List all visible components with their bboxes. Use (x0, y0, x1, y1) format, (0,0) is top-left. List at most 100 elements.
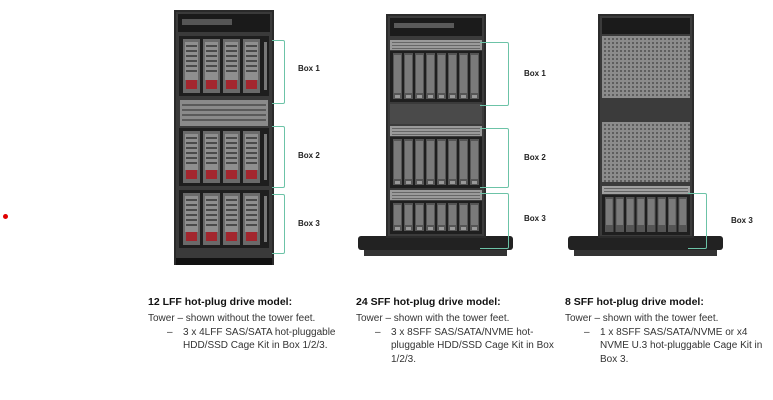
cage-handle (264, 134, 267, 180)
box3-bracket-24sff (480, 193, 509, 249)
drive-latch (246, 232, 257, 241)
caption-list: 1 x 8SFF SAS/SATA/NVME or x4 NVME U.3 ho… (565, 326, 765, 367)
caption-title: 24 SFF hot-plug drive model: (356, 296, 501, 308)
drive-led (439, 181, 444, 184)
server-12lff-image (174, 10, 274, 265)
drive-latch (206, 80, 217, 89)
caption-list-item: 3 x 8SFF SAS/SATA/NVME hot- pluggable HD… (375, 326, 556, 367)
drive-led (406, 227, 411, 230)
drive-grille (405, 55, 412, 93)
drive-grille (637, 199, 644, 225)
drive-led (450, 95, 455, 98)
drive-led (428, 181, 433, 184)
drive-led (472, 227, 477, 230)
drive-led (472, 95, 477, 98)
server-8sff-image (568, 14, 723, 256)
caption-description: Tower – shown with the tower feet. (565, 313, 719, 324)
drive-grille (471, 55, 478, 93)
drive-grille (438, 141, 445, 179)
body-panel (390, 104, 482, 124)
drive-led (439, 95, 444, 98)
drive-grille (460, 205, 467, 225)
box-label: Box 3 (298, 219, 320, 228)
drive-grille (394, 141, 401, 179)
drive-led (450, 227, 455, 230)
drive-led (461, 181, 466, 184)
box-label: Box 1 (298, 64, 320, 73)
caption-list-item: 1 x 8SFF SAS/SATA/NVME or x4 NVME U.3 ho… (584, 326, 765, 367)
caption-title: 12 LFF hot-plug drive model: (148, 296, 293, 308)
drive-led (428, 227, 433, 230)
cage-vent (602, 186, 690, 194)
box2-bracket-24sff (480, 128, 509, 188)
drive-led (472, 181, 477, 184)
drive-grille (606, 199, 613, 225)
drive-led (406, 95, 411, 98)
drive-latch (206, 170, 217, 179)
drive-led (461, 227, 466, 230)
drive-led (450, 181, 455, 184)
box-label: Box 1 (524, 69, 546, 78)
drive-led (461, 95, 466, 98)
drive-grille (627, 199, 634, 225)
drive-latch (226, 170, 237, 179)
drive-latch (186, 80, 197, 89)
drive-grille (405, 141, 412, 179)
drive-latch (226, 80, 237, 89)
drive-cage (602, 195, 690, 235)
server-24sff-image (358, 14, 513, 256)
box3-bracket-12lff (272, 194, 285, 254)
caption-list-item: 3 x 4LFF SAS/SATA hot-pluggable HDD/SSD … (167, 326, 348, 353)
drive-grille (616, 199, 623, 225)
drive-grille (449, 205, 456, 225)
drive-led (417, 181, 422, 184)
box1-bracket-12lff (272, 40, 285, 104)
box3-bracket-8sff (688, 193, 707, 249)
cage-handle (264, 196, 267, 242)
drive-latch (206, 232, 217, 241)
drive-grille (471, 141, 478, 179)
box-label: Box 3 (524, 214, 546, 223)
drive-grille (427, 55, 434, 93)
drive-grille (449, 55, 456, 93)
caption-12lff: 12 LFF hot-plug drive model: Tower – sho… (148, 296, 348, 353)
drive-grille (405, 205, 412, 225)
drive-grille (416, 55, 423, 93)
drive-grille (658, 199, 665, 225)
drive-grille (427, 141, 434, 179)
drive-led (406, 181, 411, 184)
drive-grille (460, 141, 467, 179)
drive-cage (390, 51, 482, 102)
box1-bracket-24sff (480, 42, 509, 106)
drive-led (395, 181, 400, 184)
drive-led (439, 227, 444, 230)
cage-handle (264, 42, 267, 90)
box-label: Box 2 (524, 153, 546, 162)
caption-24sff: 24 SFF hot-plug drive model: Tower – sho… (356, 296, 556, 366)
caption-list: 3 x 8SFF SAS/SATA/NVME hot- pluggable HD… (356, 326, 556, 367)
caption-list: 3 x 4LFF SAS/SATA hot-pluggable HDD/SSD … (148, 326, 348, 353)
drive-grille (416, 205, 423, 225)
caption-description: Tower – shown without the tower feet. (148, 313, 316, 324)
drive-grille (679, 199, 686, 225)
drive-grille (460, 55, 467, 93)
red-marker-dot (3, 214, 8, 219)
drive-grille (394, 55, 401, 93)
drive-grille (394, 205, 401, 225)
drive-cage (390, 137, 482, 188)
box2-bracket-12lff (272, 126, 285, 188)
drive-grille (416, 141, 423, 179)
drive-led (395, 227, 400, 230)
drive-latch (226, 232, 237, 241)
caption-description: Tower – shown with the tower feet. (356, 313, 510, 324)
drive-cage (390, 201, 482, 234)
drive-grille (669, 199, 676, 225)
drive-latch (186, 232, 197, 241)
drive-led (417, 227, 422, 230)
drive-grille (449, 141, 456, 179)
drive-latch (186, 170, 197, 179)
caption-8sff: 8 SFF hot-plug drive model: Tower – show… (565, 296, 765, 366)
drive-grille (648, 199, 655, 225)
drive-led (395, 95, 400, 98)
box-label: Box 3 (731, 216, 753, 225)
